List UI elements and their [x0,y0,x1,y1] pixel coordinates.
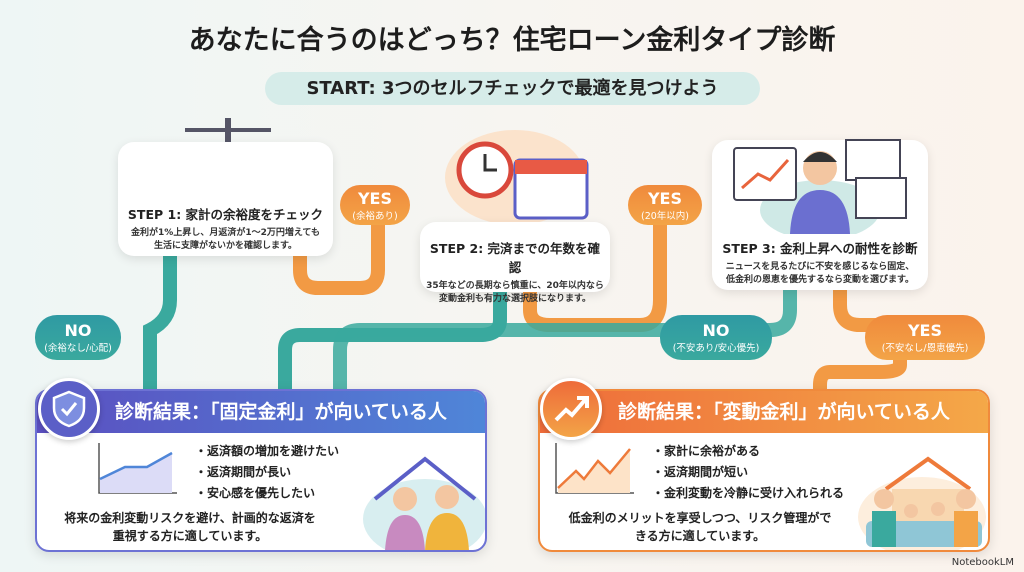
notebooklm-logo: NotebookLM [951,557,1014,568]
start-banner: START: 3つのセルフチェックで最適を見つけよう [265,72,760,105]
page-title: あなたに合うのはどっち？住宅ローン金利タイプ診断 [188,25,836,56]
step-1-title: STEP 1: 家計の余裕度をチェック [127,207,324,222]
no-branch-step1: NO(余裕なし/心配) [35,315,121,360]
yes-branch-step3: YES(不安なし/恩恵優先) [865,315,985,360]
rising-line-chart-icon [555,443,634,494]
step-1-card: STEP 1: 家計の余裕度をチェック 金利が1%上昇し、月返済が1～2万円増え… [118,142,333,256]
fixed-result-title: 診断結果：「固定金利」が向いている人 [37,391,485,433]
variable-desc: 低金利のメリットを享受しつつ、リスク管理ができる方に適しています。 [568,511,832,543]
fixed-rate-result-card: 診断結果：「固定金利」が向いている人 ・返済額の増加を避けたい・返済期間が長い・… [35,389,487,552]
variable-rate-result-card: 診断結果：「変動金利」が向いている人 ・家計に余裕がある・返済期間が短い・金利変… [538,389,990,552]
family-house-illustration [858,456,986,550]
step-3-desc: ニュースを見るたびに不安を感じるなら固定、低金利の恩恵を優先するなら変動を選びま… [725,262,915,285]
step-3-title: STEP 3: 金利上昇への耐性を診断 [722,241,918,256]
trend-up-arrow-icon [540,378,602,440]
person-news-icon [733,139,907,234]
couple-house-illustration [363,456,485,550]
yes-branch-step2: YES(20年以内) [628,185,702,225]
fixed-desc: 将来の金利変動リスクを避け、計画的な返済を重視する方に適しています。 [64,511,316,543]
yes-branch-step1: YES(余裕あり) [340,185,410,225]
step-2-desc: 35年などの長期なら慎重に、20年以内なら変動金利も有力な選択肢になります。 [426,281,604,304]
variable-result-title: 診断結果：「変動金利」が向いている人 [540,391,988,433]
no-branch-step3: NO(不安あり/安心優先) [660,315,772,360]
step-1-desc: 金利が1%上昇し、月返済が1～2万円増えても生活に支障がないかを確認します。 [131,228,320,251]
shield-check-icon [38,378,100,440]
variable-bullets: ・家計に余裕がある・返済期間が短い・金利変動を冷静に受け入れられる [652,444,845,500]
fixed-bullets: ・返済額の増加を避けたい・返済期間が長い・安心感を優先したい [195,444,340,500]
clock-calendar-icon [456,141,589,220]
stable-line-chart-icon [98,443,177,494]
step-2-card: STEP 2: 完済までの年数を確認 35年などの長期なら慎重に、20年以内なら… [420,222,610,304]
step-2-title: STEP 2: 完済までの年数を確認 [429,241,601,275]
